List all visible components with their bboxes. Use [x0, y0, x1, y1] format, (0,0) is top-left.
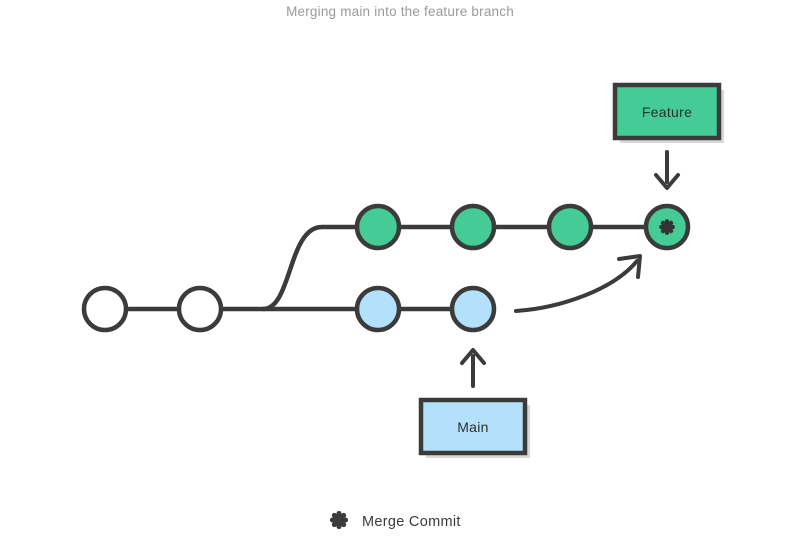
feature-label-arrow	[654, 150, 680, 190]
feature-arrow-head	[654, 173, 680, 190]
legend-merge-commit-icon	[329, 510, 349, 530]
main-arrow-head	[460, 348, 486, 365]
feature-label-box[interactable]: Feature	[612, 82, 724, 143]
merge-commit-asterisk-icon	[659, 219, 675, 235]
branch-edges	[126, 224, 646, 312]
merge-arrow-curve	[514, 259, 639, 313]
main-label-arrow	[460, 348, 486, 388]
main-box-rect	[418, 397, 528, 456]
commit-node-c2[interactable]	[176, 285, 224, 333]
commit-node-f2[interactable]	[449, 203, 497, 251]
commit-node-m1[interactable]	[354, 285, 402, 333]
legend-label: Merge Commit	[362, 514, 461, 530]
edge-branch-curve	[260, 224, 360, 312]
merge-arrow	[514, 254, 642, 313]
commit-node-f1[interactable]	[354, 203, 402, 251]
commit-node-c1[interactable]	[81, 285, 129, 333]
legend: Merge Commit	[329, 510, 461, 530]
main-box-label: Main	[457, 419, 489, 435]
merge-arrow-head	[617, 254, 642, 279]
commit-node-f3[interactable]	[546, 203, 594, 251]
commit-node-m2[interactable]	[449, 285, 497, 333]
merge-commit-node-f4[interactable]	[643, 203, 691, 251]
diagram-title: Merging main into the feature branch	[286, 4, 514, 19]
main-label-box[interactable]: Main	[418, 397, 530, 458]
feature-box-rect	[612, 82, 722, 141]
feature-box-label: Feature	[642, 104, 692, 120]
